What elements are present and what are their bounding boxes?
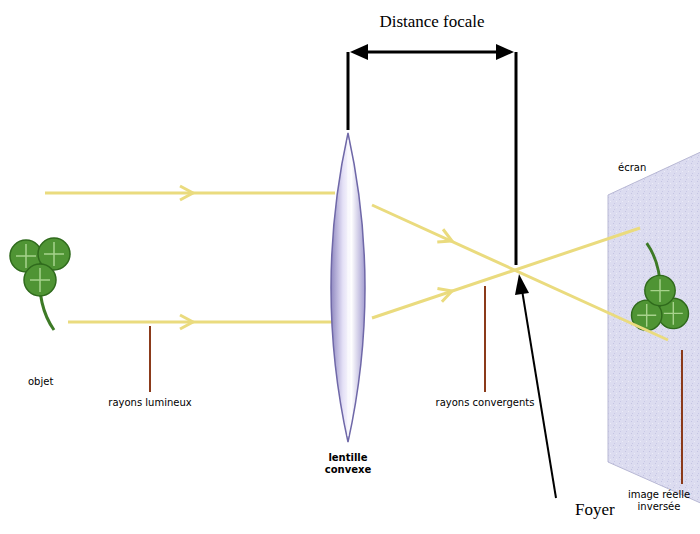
- part-label: image réelle inversée: [621, 489, 697, 513]
- bracket-line: [347, 52, 350, 130]
- convex-lens: [331, 133, 365, 442]
- ray: [68, 321, 335, 324]
- ray: [372, 205, 668, 340]
- arrowhead: [350, 44, 368, 60]
- leader-line: [484, 286, 486, 392]
- bracket-line: [515, 52, 518, 265]
- lens-highlight: [348, 140, 349, 436]
- ray-arrowhead: [180, 186, 193, 200]
- ray: [372, 228, 640, 318]
- image-clover: [632, 243, 689, 330]
- arrowhead: [496, 44, 514, 60]
- object-clover: [10, 238, 70, 330]
- part-label: objet: [28, 376, 88, 388]
- part-label: lentille convexe: [313, 452, 383, 476]
- screen: [608, 150, 700, 505]
- dimension-label: Distance focale: [352, 12, 512, 32]
- pointer-line: [522, 290, 556, 498]
- leader-line: [149, 326, 151, 392]
- ray-arrowhead: [437, 229, 455, 247]
- bracket-line: [364, 51, 500, 54]
- ray-arrowhead: [180, 315, 193, 329]
- ray-arrowhead: [437, 284, 454, 301]
- callout-label: Foyer: [575, 500, 645, 520]
- part-label: écran: [618, 162, 678, 174]
- arrowhead: [515, 274, 529, 295]
- focal-bracket: [348, 52, 516, 265]
- leader-line: [681, 350, 683, 484]
- part-label: rayons convergents: [420, 397, 550, 409]
- part-label: rayons lumineux: [90, 397, 210, 409]
- leader-lines: [150, 286, 682, 484]
